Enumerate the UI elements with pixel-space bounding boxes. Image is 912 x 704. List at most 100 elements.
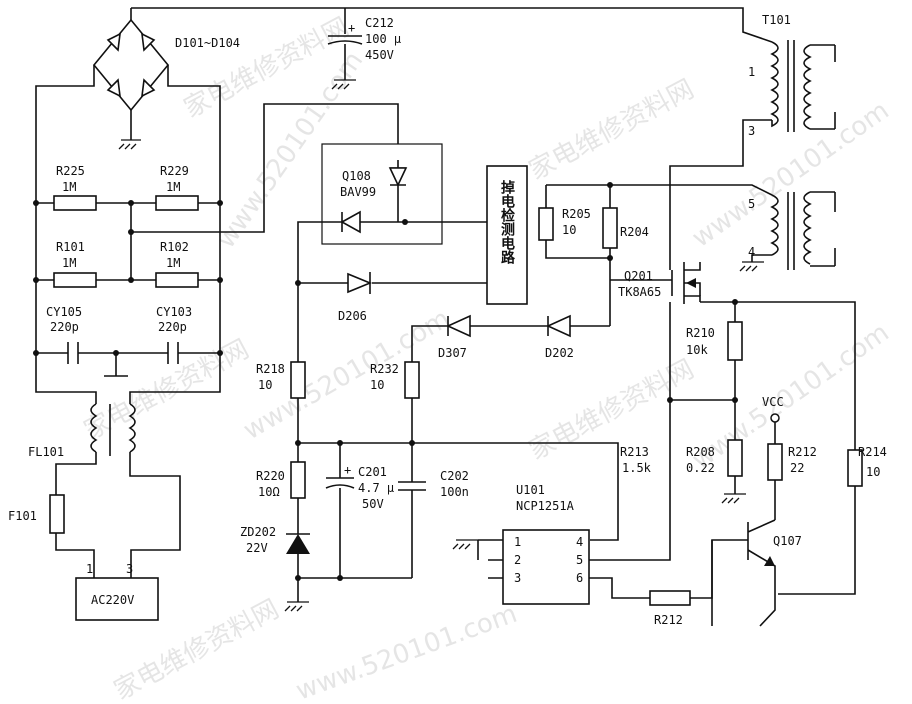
r213-label: R213 xyxy=(620,445,649,459)
r212b-label: R212 xyxy=(654,613,683,627)
zd202-label: ZD202 xyxy=(240,525,276,539)
r212b-resistor xyxy=(649,590,691,606)
r214-resistor xyxy=(847,449,863,487)
power-fail-detect-label: 掉电检测电路 xyxy=(499,179,515,264)
c212-cap: 100 μ xyxy=(365,32,401,46)
q107-transistor xyxy=(747,519,776,594)
t101-pin5: 5 xyxy=(748,197,755,211)
r204-label: R204 xyxy=(620,225,649,239)
r101-label: R101 xyxy=(56,240,85,254)
d206-label: D206 xyxy=(338,309,367,323)
watermark: 家电维修资料网 www.520101.com 家电维修资料网 www.52010… xyxy=(79,12,894,704)
r210-resistor xyxy=(727,321,743,361)
c202-value: 100n xyxy=(440,485,469,499)
r210-value: 10k xyxy=(686,343,708,357)
fl101-label: FL101 xyxy=(28,445,64,459)
u101-pin4: 4 xyxy=(576,535,583,549)
f101-label: F101 xyxy=(8,509,37,523)
r204-resistor xyxy=(602,207,618,249)
u101-pin5: 5 xyxy=(576,553,583,567)
r205-label: R205 xyxy=(562,207,591,221)
r101-value: 1M xyxy=(62,256,76,270)
watermark-text-3: 家电维修资料网 xyxy=(79,334,254,446)
r212a-label: R212 xyxy=(788,445,817,459)
bridge-rectifier xyxy=(35,18,221,353)
r229-resistor xyxy=(155,195,199,211)
r212a-value: 22 xyxy=(790,461,804,475)
c212-capacitor xyxy=(327,8,363,90)
c202-label: C202 xyxy=(440,469,469,483)
r220-resistor xyxy=(290,461,306,499)
ac-source-box xyxy=(75,577,159,621)
r213-value: 1.5k xyxy=(622,461,652,475)
u101-pin6: 6 xyxy=(576,571,583,585)
r225-resistor xyxy=(53,195,97,211)
c201-label: C201 xyxy=(358,465,387,479)
r214-label: R214 xyxy=(858,445,887,459)
r225-value: 1M xyxy=(62,180,76,194)
r102-label: R102 xyxy=(160,240,189,254)
vcc-terminal xyxy=(770,413,780,423)
r232-resistor xyxy=(404,361,420,399)
transformer-t101 xyxy=(669,40,836,272)
r102-resistor xyxy=(155,272,199,288)
r101-resistor xyxy=(53,272,97,288)
r232-value: 10 xyxy=(370,378,384,392)
r220-label: R220 xyxy=(256,469,285,483)
q201-label: Q201 xyxy=(624,269,653,283)
c212-plus: + xyxy=(348,21,355,35)
watermark-text-4: 家电维修资料网 xyxy=(524,354,699,466)
u101-pin3: 3 xyxy=(514,571,521,585)
t101-pin4: 4 xyxy=(748,245,755,259)
u101-pin2: 2 xyxy=(514,553,521,567)
d307-label: D307 xyxy=(438,346,467,360)
r220-value: 10Ω xyxy=(258,485,280,499)
q108-part: BAV99 xyxy=(340,185,376,199)
r218-label: R218 xyxy=(256,362,285,376)
q108-label: Q108 xyxy=(342,169,371,183)
c201-volt: 50V xyxy=(362,497,384,511)
r214-value: 10 xyxy=(866,465,880,479)
ac-pin3: 3 xyxy=(126,562,133,576)
q201-mosfet xyxy=(671,262,735,304)
r208-resistor xyxy=(727,439,743,477)
u101-pin1: 1 xyxy=(514,535,521,549)
r218-resistor xyxy=(290,361,306,399)
vcc-label: VCC xyxy=(762,395,784,409)
r218-value: 10 xyxy=(258,378,272,392)
c201-cap: 4.7 μ xyxy=(358,481,394,495)
u101-label: U101 xyxy=(516,483,545,497)
f101-fuse xyxy=(49,494,65,534)
d202-label: D202 xyxy=(545,346,574,360)
ac-pin1: 1 xyxy=(86,562,93,576)
r225-label: R225 xyxy=(56,164,85,178)
r212a-resistor xyxy=(767,443,783,481)
r210-label: R210 xyxy=(686,326,715,340)
bridge-label: D101~D104 xyxy=(175,36,240,50)
t101-pin3: 3 xyxy=(748,124,755,138)
q107-label: Q107 xyxy=(773,534,802,548)
r205-resistor xyxy=(538,207,554,241)
r229-value: 1M xyxy=(166,180,180,194)
t101-label: T101 xyxy=(762,13,791,27)
r205-value: 10 xyxy=(562,223,576,237)
power-fail-detect-box xyxy=(486,165,528,305)
t101-pin1: 1 xyxy=(748,65,755,79)
r232-label: R232 xyxy=(370,362,399,376)
c212-label: C212 xyxy=(365,16,394,30)
q201-part: TK8A65 xyxy=(618,285,661,299)
ac-source-label: AC220V xyxy=(91,593,134,607)
u101-part: NCP1251A xyxy=(516,499,575,513)
r229-label: R229 xyxy=(160,164,189,178)
watermark-text-2: 家电维修资料网 xyxy=(524,74,699,186)
r102-value: 1M xyxy=(166,256,180,270)
cy105-label: CY105 xyxy=(46,305,82,319)
u101-ic xyxy=(502,529,590,605)
watermark-url-5: www.520101.com xyxy=(292,599,521,704)
c201-plus: + xyxy=(344,463,351,477)
cy103-value: 220p xyxy=(158,320,187,334)
cy105-value: 220p xyxy=(50,320,79,334)
cy103-label: CY103 xyxy=(156,305,192,319)
watermark-url-2: www.520101.com xyxy=(687,96,895,254)
